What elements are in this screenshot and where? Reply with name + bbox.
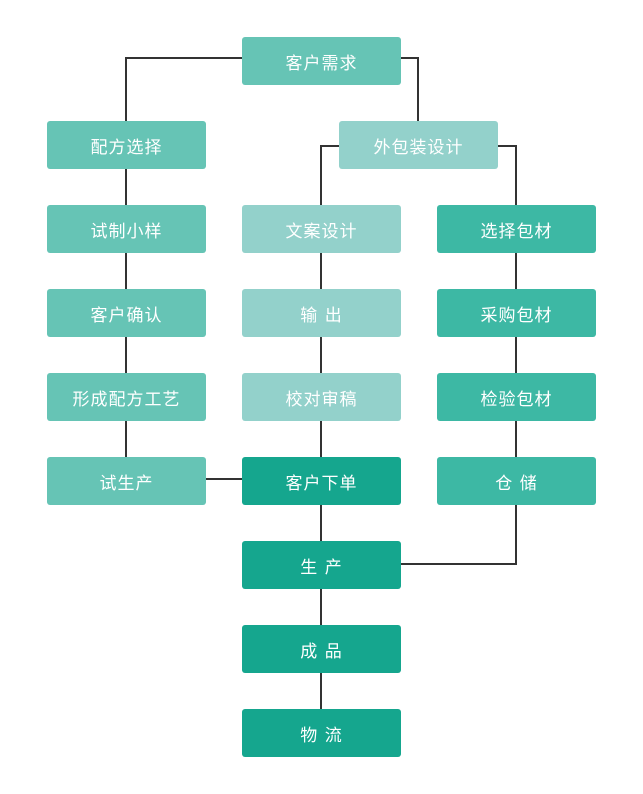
node-output: 输 出 [242, 289, 401, 337]
node-label: 仓 储 [495, 473, 538, 494]
node-label: 成 品 [300, 641, 343, 662]
node-label: 试制小样 [90, 221, 163, 242]
node-label: 形成配方工艺 [72, 389, 181, 410]
node-label: 外包装设计 [373, 137, 464, 158]
node-label: 试生产 [99, 473, 154, 494]
node-label: 配方选择 [90, 137, 163, 158]
node-logistics: 物 流 [242, 709, 401, 757]
node-label: 生 产 [300, 557, 343, 578]
node-packaging-design: 外包装设计 [339, 121, 498, 169]
node-process-formation: 形成配方工艺 [47, 373, 206, 421]
connector-package-copy [320, 145, 339, 205]
node-copy-design: 文案设计 [242, 205, 401, 253]
node-label: 物 流 [300, 725, 343, 746]
node-trial-production: 试生产 [47, 457, 206, 505]
node-storage: 仓 储 [437, 457, 596, 505]
node-trial-sample: 试制小样 [47, 205, 206, 253]
node-label: 文案设计 [285, 221, 358, 242]
node-inspect-packaging: 检验包材 [437, 373, 596, 421]
node-production: 生 产 [242, 541, 401, 589]
node-customer-confirm: 客户确认 [47, 289, 206, 337]
node-label: 选择包材 [480, 221, 553, 242]
connector-demand-formula [125, 57, 242, 121]
node-customer-demand: 客户需求 [242, 37, 401, 85]
node-label: 采购包材 [480, 305, 553, 326]
node-label: 输 出 [300, 305, 343, 326]
node-label: 检验包材 [480, 389, 553, 410]
connector-demand-package [401, 57, 419, 121]
node-customer-order: 客户下单 [242, 457, 401, 505]
node-label: 校对审稿 [285, 389, 358, 410]
node-purchase-packaging: 采购包材 [437, 289, 596, 337]
node-label: 客户下单 [285, 473, 358, 494]
node-finished-product: 成 品 [242, 625, 401, 673]
connector-package-choose [498, 145, 517, 205]
node-select-packaging: 选择包材 [437, 205, 596, 253]
node-proof-review: 校对审稿 [242, 373, 401, 421]
connector-storage-produce [401, 505, 517, 565]
node-formula-selection: 配方选择 [47, 121, 206, 169]
node-label: 客户需求 [285, 53, 358, 74]
node-label: 客户确认 [90, 305, 163, 326]
